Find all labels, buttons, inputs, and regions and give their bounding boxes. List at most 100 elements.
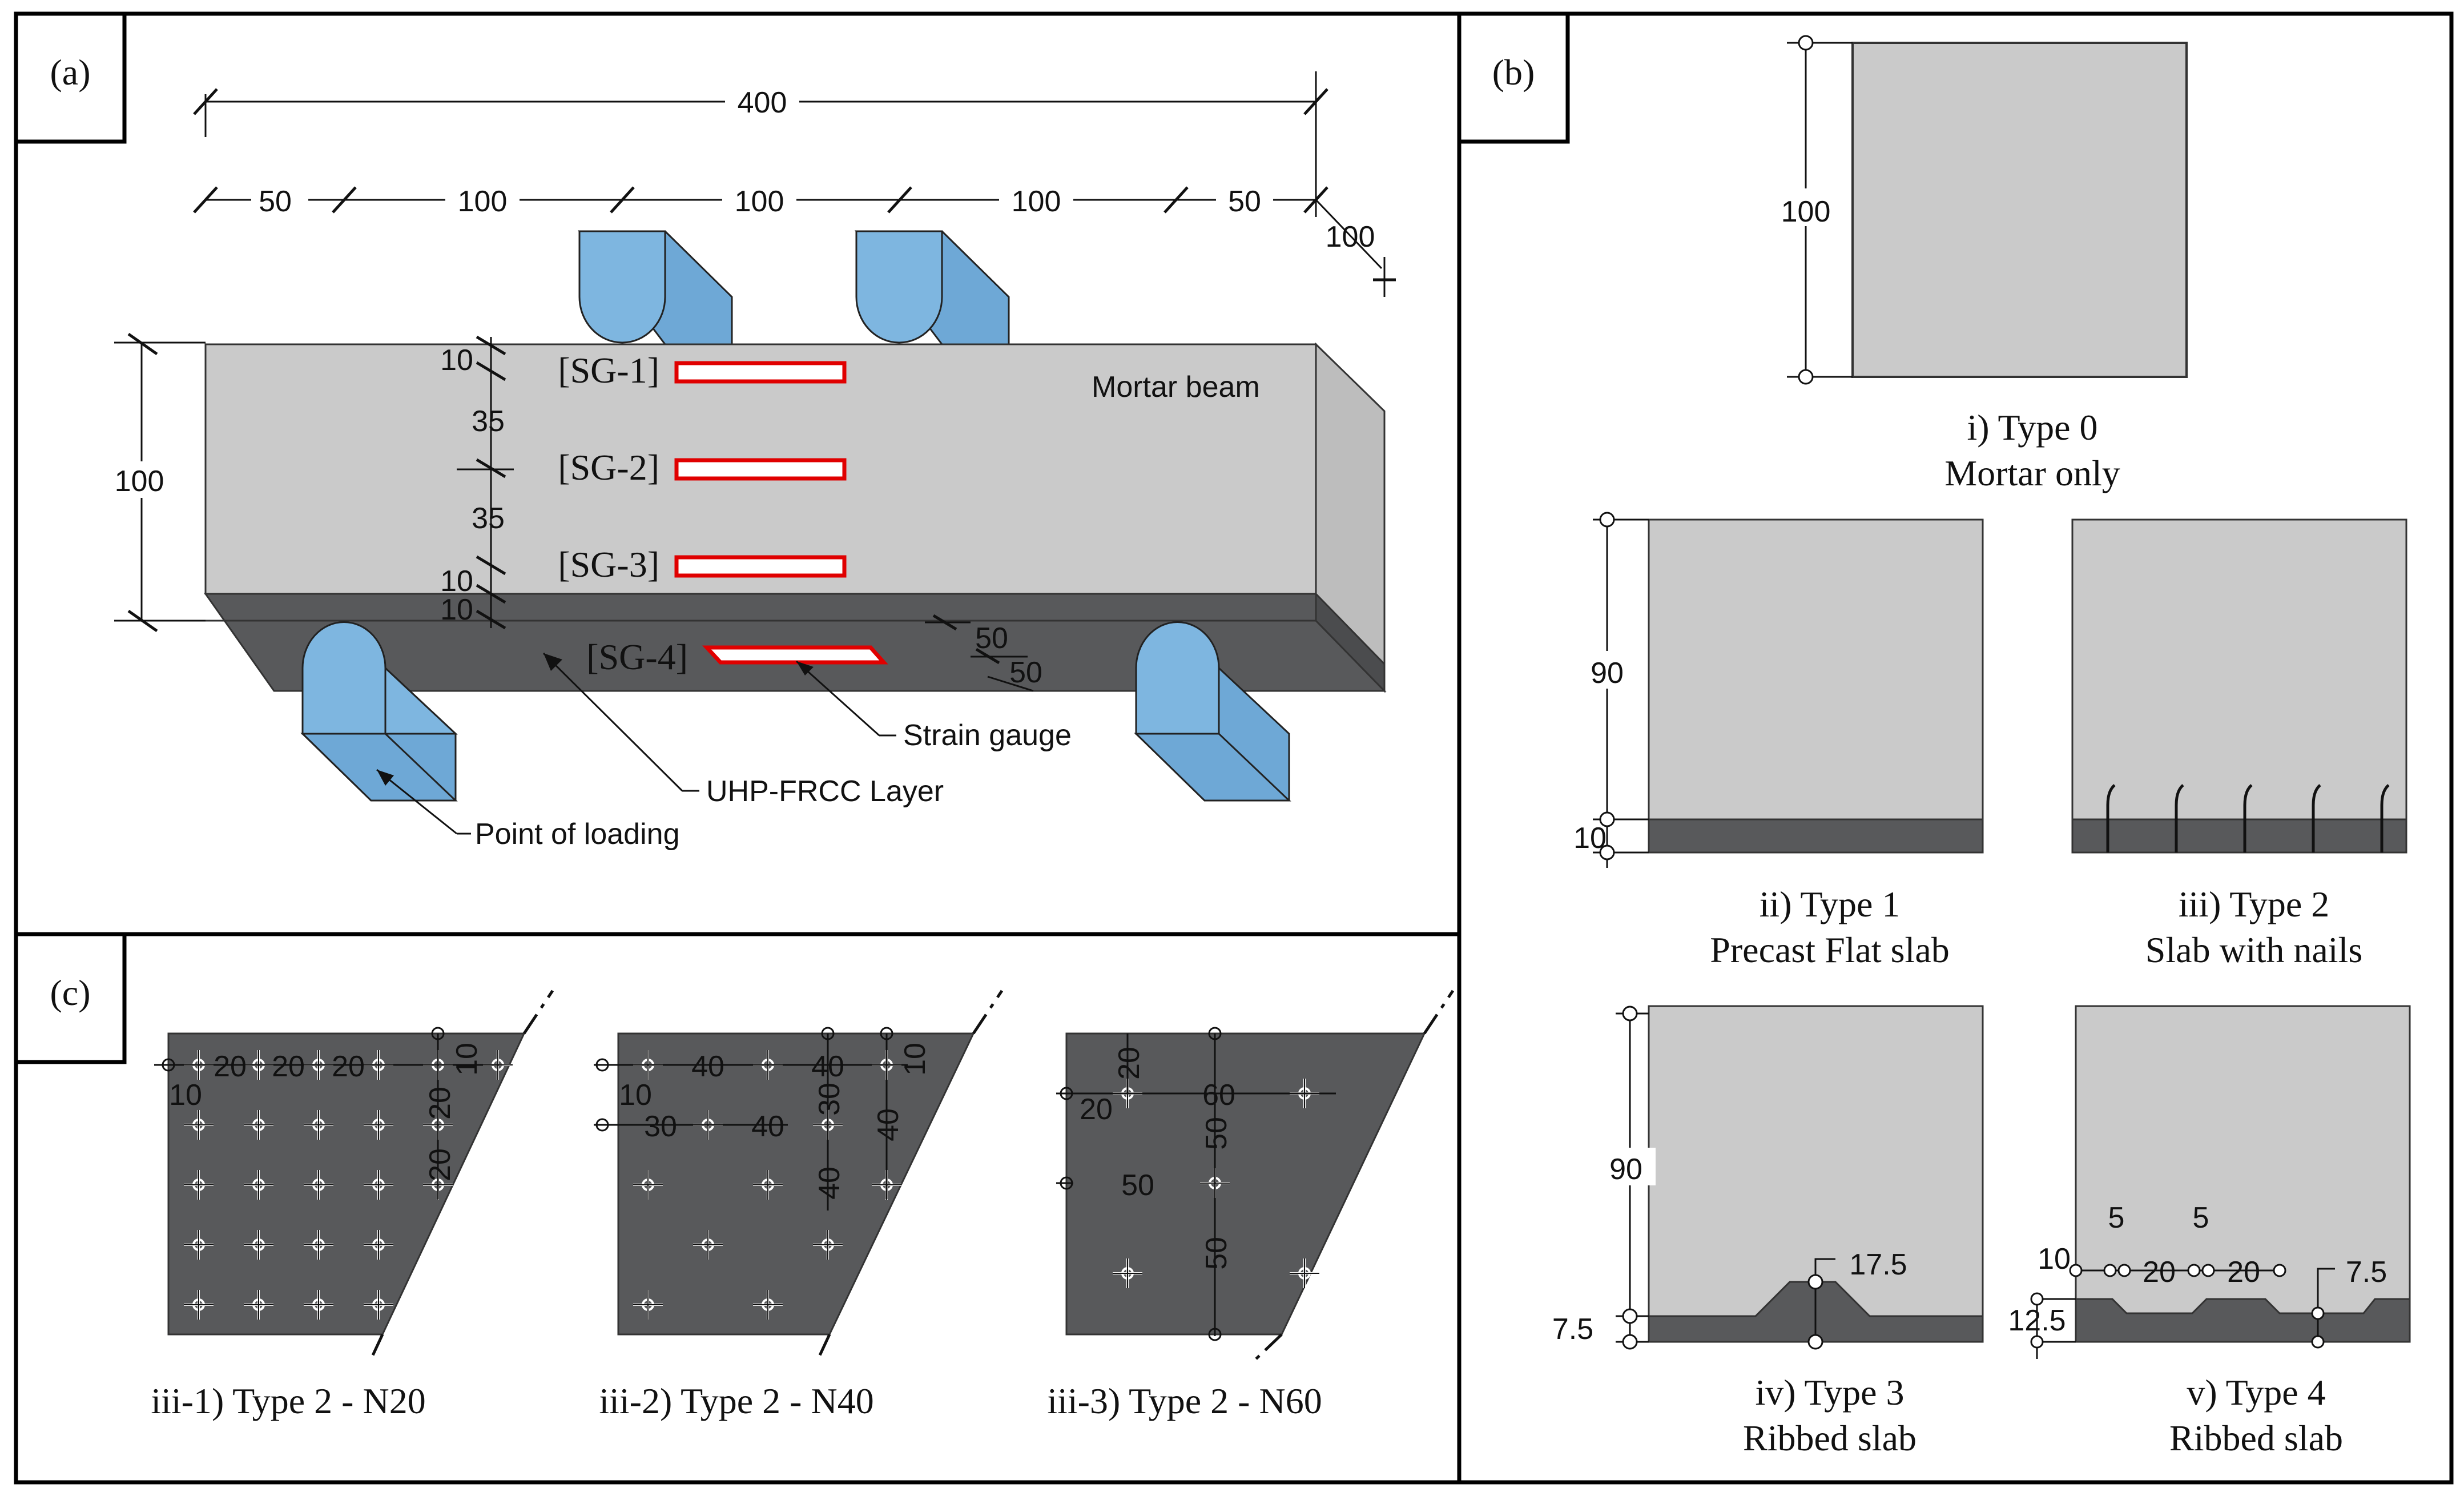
gauge-sg3 [674, 555, 847, 578]
type1-caption-1: ii) Type 1 [1760, 884, 1901, 924]
type4-caption-2: Ribbed slab [2169, 1418, 2343, 1458]
dim-seg5: 50 [1228, 185, 1261, 218]
type4-dim-12-5: 12.5 [2008, 1304, 2066, 1337]
n40-dim-40d: 40 [872, 1108, 905, 1141]
panel-frames [14, 11, 2454, 1485]
bottom-supports [300, 621, 1291, 802]
n20-nail [184, 1110, 214, 1140]
n40-nail [813, 1230, 843, 1260]
type0-dim: 100 [1781, 195, 1831, 228]
panel-a: 400 50 100 100 100 50 100 [108, 71, 1396, 851]
n20-nail [364, 1170, 393, 1200]
dim-bot-gap1: 10 [440, 565, 473, 598]
n60-dim-20b: 20 [1080, 1093, 1113, 1126]
type2-nails [2106, 784, 2390, 852]
n60-dim-50c: 50 [1200, 1237, 1233, 1270]
dim-sg4-w2: 50 [1009, 656, 1042, 689]
n20-nail [184, 1230, 214, 1260]
type3: 90 7.5 17.5 iv) Type 3 Ribbed slab [1552, 1005, 1984, 1458]
dim-gap1: 35 [472, 405, 505, 438]
n40-dim-30b: 30 [813, 1083, 846, 1116]
sg4-dims: 50 50 [925, 614, 1042, 692]
gauge-label-sg1: [SG-1] [558, 350, 659, 391]
n20-dim-20a: 20 [214, 1050, 247, 1083]
type3-dim-layer: 7.5 [1552, 1313, 1593, 1346]
n40-dim-10: 10 [619, 1079, 652, 1112]
n20-nail [304, 1170, 333, 1200]
type3-caption-2: Ribbed slab [1743, 1418, 1917, 1458]
n20-nail [304, 1230, 333, 1260]
type3-caption-1: iv) Type 3 [1756, 1372, 1905, 1413]
gauge-label-sg2: [SG-2] [558, 447, 659, 488]
n20-nail [364, 1290, 393, 1320]
type2: iii) Type 2 Slab with nails [2071, 518, 2407, 970]
n60-dim-60: 60 [1202, 1079, 1235, 1112]
n20-nail [364, 1230, 393, 1260]
gauge-label-sg4: [SG-4] [586, 637, 688, 677]
n60-dim-50a: 50 [1121, 1169, 1154, 1202]
gauge-sg1 [674, 361, 847, 384]
type3-dim-rib: 17.5 [1849, 1248, 1907, 1281]
n40-nail [633, 1290, 663, 1320]
n40-nail [753, 1290, 783, 1320]
panel-c-label: (c) [50, 972, 90, 1013]
type2-caption-1: iii) Type 2 [2179, 884, 2330, 924]
type1-caption-2: Precast Flat slab [1710, 930, 1949, 970]
n20-nail [244, 1290, 273, 1320]
gauge-sg4 [702, 645, 888, 665]
type0-caption-2: Mortar only [1944, 453, 2120, 493]
gauge-spacing-dims: 10 35 35 10 10 [440, 335, 514, 630]
n60-nail [1290, 1258, 1319, 1288]
n20-dim-20c: 20 [332, 1050, 365, 1083]
type1-dim-main: 90 [1591, 657, 1624, 690]
n60-dim-50b: 50 [1200, 1117, 1233, 1150]
n40-dim-40b: 40 [811, 1050, 844, 1083]
dim-sg4-w1: 50 [975, 622, 1008, 655]
type4-caption-1: v) Type 4 [2187, 1372, 2325, 1413]
dim-seg1: 50 [259, 185, 292, 218]
type1-dim-layer: 10 [1573, 822, 1607, 855]
panel-c: 10 20 20 20 10 20 20 iii-1) Type 2 - N20… [151, 990, 1455, 1421]
n20-nail [244, 1110, 273, 1140]
label-point-of-loading: Point of loading [475, 818, 680, 851]
dim-top-gap: 10 [440, 344, 473, 377]
dim-gap2: 35 [472, 502, 505, 535]
n40-dim-40a: 40 [691, 1050, 724, 1083]
dim-total: 400 [738, 86, 787, 119]
type2-caption-2: Slab with nails [2145, 930, 2362, 970]
top-loading-heads [577, 230, 1010, 345]
dim-bot-gap2: 10 [440, 593, 473, 626]
dim-seg4: 100 [1012, 185, 1061, 218]
type4-dim-7-5: 7.5 [2346, 1256, 2387, 1289]
n40-dim-40e: 40 [813, 1167, 846, 1200]
dim-width: 100 [1326, 220, 1375, 254]
n40-nail [753, 1170, 783, 1200]
n40-dim-30a: 30 [644, 1110, 677, 1143]
n20-dim-20d: 20 [424, 1087, 457, 1120]
n20-nail [184, 1170, 214, 1200]
n40-nail [633, 1170, 663, 1200]
n20-nail [244, 1170, 273, 1200]
gauge-sg2 [674, 458, 847, 481]
dim-seg2: 100 [458, 185, 508, 218]
n20-dim-20b: 20 [272, 1050, 305, 1083]
n20-caption: iii-1) Type 2 - N20 [151, 1381, 425, 1421]
label-uhp-frcc-layer: UHP-FRCC Layer [706, 775, 944, 808]
type4-dim-5a: 5 [2108, 1201, 2125, 1234]
label-mortar-beam: Mortar beam [1092, 371, 1260, 404]
type4-dim-5b: 5 [2193, 1201, 2209, 1234]
type1: 90 10 ii) Type 1 Precast Flat slab [1573, 512, 1984, 970]
type0-caption-1: i) Type 0 [1967, 407, 2098, 448]
n60-nail [1113, 1258, 1142, 1288]
strain-gauges: [SG-1] [SG-2] [SG-3] [SG-4] [558, 350, 888, 677]
n20-nail [184, 1290, 214, 1320]
type4: 5 5 10 20 20 7.5 12.5 v) Type 4 Ribbed s… [2008, 1005, 2411, 1458]
gauge-label-sg3: [SG-3] [558, 544, 659, 585]
panel-b: 100 i) Type 0 Mortar only 90 10 ii) Type… [1552, 35, 2411, 1458]
n20-dim-10a: 10 [169, 1079, 202, 1112]
type0: 100 i) Type 0 Mortar only [1770, 35, 2188, 493]
panel-b-label: (b) [1492, 52, 1535, 93]
label-strain-gauge: Strain gauge [903, 719, 1072, 752]
n60-caption: iii-3) Type 2 - N60 [1047, 1381, 1322, 1421]
